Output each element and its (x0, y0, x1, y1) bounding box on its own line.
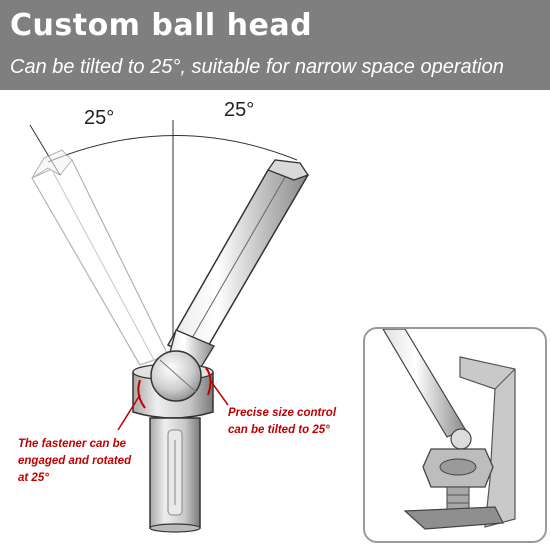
left-red-marker (137, 379, 146, 409)
usage-inset-photo (363, 327, 547, 543)
right-red-pointer (209, 379, 229, 406)
right-callout-line-1: Precise size control (228, 407, 337, 419)
clamp-usage-illustration (382, 329, 516, 530)
page-title: Custom ball head (10, 8, 313, 43)
left-red-pointer (117, 394, 141, 431)
right-callout: Precise size control can be tilted to 25… (228, 405, 378, 439)
inset-wrench-shaft (382, 329, 466, 438)
inset-ball-tip (450, 428, 472, 450)
left-callout-line-3: at 25° (18, 472, 49, 484)
left-callout-line-1: The fastener can be (18, 438, 127, 450)
clamp-frame (459, 356, 516, 528)
angle-arc (47, 135, 298, 163)
main-shaft (166, 159, 310, 373)
ghost-shaft-left (31, 149, 169, 366)
ball-head (150, 350, 202, 402)
left-angle-label: 25° (84, 107, 114, 129)
lower-shank (149, 417, 201, 533)
left-callout-line-2: engaged and rotated (18, 455, 132, 467)
right-angle-label: 25° (224, 99, 254, 121)
header-banner: Custom ball head Can be tilted to 25°, s… (0, 0, 550, 90)
inset-clamp-plate (403, 506, 504, 530)
right-callout-line-2: can be tilted to 25° (228, 424, 330, 436)
left-callout: The fastener can be engaged and rotated … (18, 436, 148, 487)
page-subtitle: Can be tilted to 25°, suitable for narro… (10, 56, 504, 78)
